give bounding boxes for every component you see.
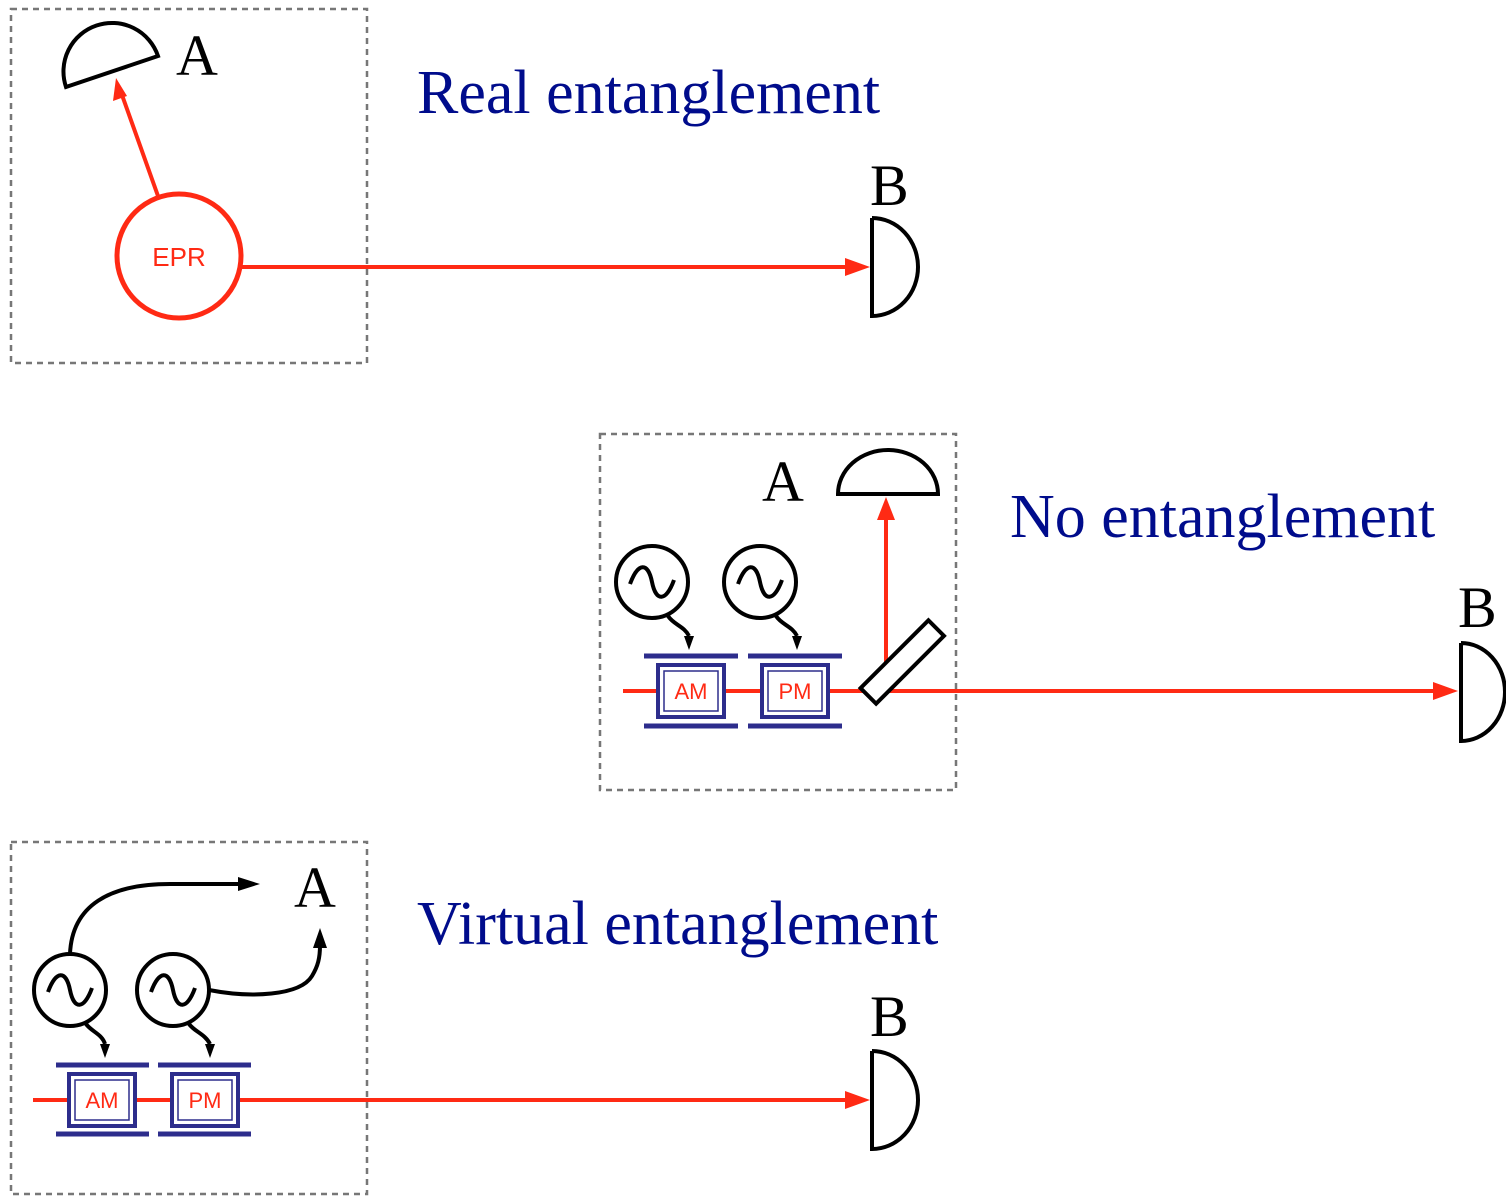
arrowhead-a <box>113 78 127 101</box>
pm-modulator-icon: PM <box>158 1062 251 1137</box>
detector-a-icon <box>835 448 941 496</box>
arrowhead-b <box>845 1091 870 1109</box>
pm-label: PM <box>189 1088 222 1113</box>
arrowhead-signal-a <box>313 928 327 948</box>
panel-virtual-entanglement: AM PM A B Virtual entanglement <box>9 840 938 1196</box>
arrowhead-b <box>845 258 870 276</box>
sender-box <box>598 432 958 792</box>
arrowhead-signal-a <box>238 877 260 891</box>
am-label: AM <box>675 679 708 704</box>
title-virtual-entanglement: Virtual entanglement <box>417 890 938 958</box>
oscillator-icon <box>722 544 802 650</box>
am-modulator-icon: AM <box>644 653 738 729</box>
title-no-entanglement: No entanglement <box>1010 483 1435 551</box>
label-b: B <box>1458 575 1497 640</box>
oscillator-icon <box>32 952 110 1058</box>
beam-to-a <box>120 94 160 197</box>
detector-b-icon <box>870 1049 920 1152</box>
label-a: A <box>294 855 336 920</box>
am-label: AM <box>86 1088 119 1113</box>
arrowhead-a <box>877 497 895 520</box>
panel-no-entanglement: AM PM A B No entanglement <box>598 432 1506 792</box>
epr-label: EPR <box>152 242 205 272</box>
label-b: B <box>870 153 909 218</box>
detector-b-icon <box>1459 641 1506 744</box>
label-a: A <box>176 23 218 88</box>
pm-modulator-icon: PM <box>748 653 842 729</box>
sender-box <box>9 7 369 365</box>
epr-source-icon: EPR <box>114 191 244 321</box>
detector-a-icon <box>61 20 161 90</box>
oscillator-icon <box>614 544 694 650</box>
am-modulator-icon: AM <box>56 1062 149 1137</box>
pm-label: PM <box>779 679 812 704</box>
oscillator-icon <box>135 952 215 1058</box>
title-real-entanglement: Real entanglement <box>417 59 880 127</box>
label-b: B <box>870 984 909 1049</box>
detector-b-icon <box>870 216 920 319</box>
panel-real-entanglement: A EPR B Real entanglement <box>9 7 920 365</box>
sender-box <box>9 840 369 1196</box>
beam-splitter-icon <box>857 617 947 707</box>
signal-to-a <box>68 882 242 955</box>
label-a: A <box>762 449 804 514</box>
signal-to-a <box>208 944 322 997</box>
arrowhead-b <box>1433 682 1458 700</box>
